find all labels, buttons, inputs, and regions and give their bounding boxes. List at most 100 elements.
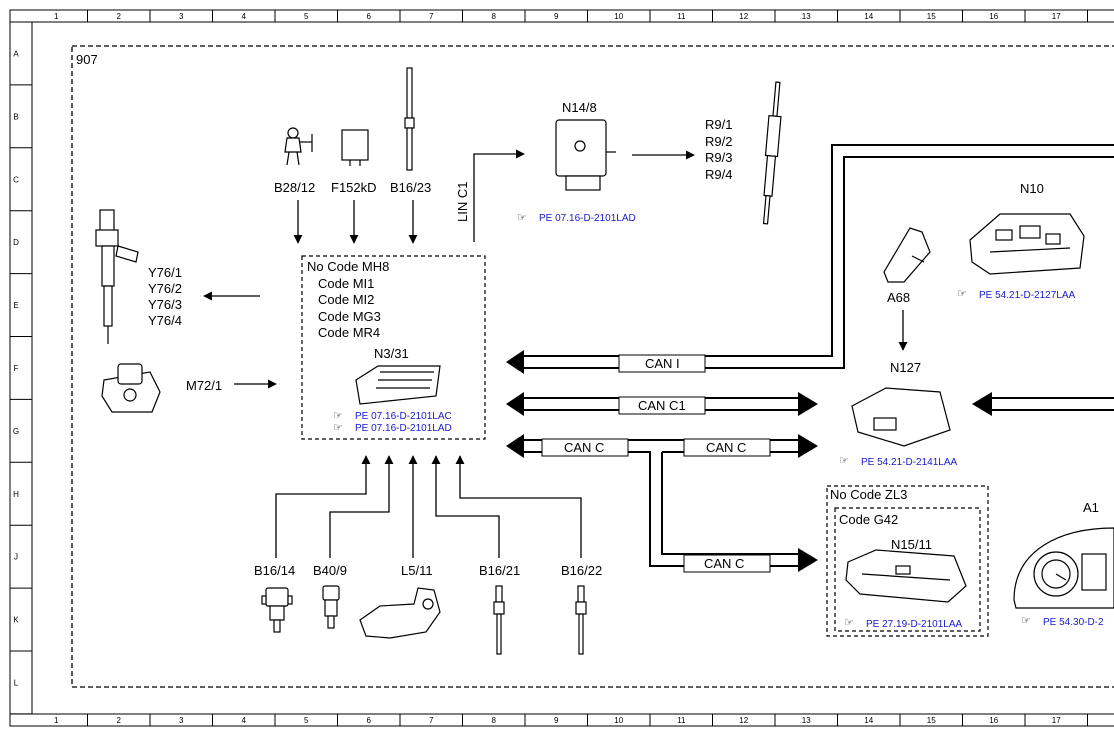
grid-column-label: 11 [677, 12, 686, 21]
grid-column-label: 12 [739, 716, 748, 725]
can-c-b-label-box [683, 438, 771, 457]
ecu-ref-2-text[interactable]: PE 07.16-D-2101LAD [355, 423, 452, 434]
grid-column-label: 1 [54, 716, 59, 725]
drawing-border [9, 9, 1114, 727]
grid-column-label: 10 [614, 716, 623, 725]
n127-ref-text[interactable]: PE 54.21-D-2141LAA [861, 457, 958, 468]
grid-column-label: 5 [304, 12, 309, 21]
book-icon: ☞ [333, 410, 343, 422]
r9-3-label: R9/3 [705, 150, 732, 165]
a1-ref[interactable]: ☞ PE 54.30-D-2 [1021, 615, 1104, 628]
grid-column-label: 9 [554, 716, 559, 725]
b40-9-sensor-icon [322, 585, 340, 629]
grid-row-label: G [13, 427, 19, 436]
l5-11-label: L5/11 [401, 563, 433, 578]
lin-c1-label: LIN C1 [455, 182, 470, 222]
grid-column-label: 16 [989, 12, 998, 21]
n10-ref-text[interactable]: PE 54.21-D-2127LAA [979, 290, 1076, 301]
a1-ref-text[interactable]: PE 54.30-D-2 [1043, 617, 1104, 628]
r9-1-label: R9/1 [705, 117, 732, 132]
ecu-line-1: No Code MH8 [307, 259, 389, 274]
lin-c1-line [473, 149, 525, 242]
grid-row-label: J [14, 553, 18, 562]
grid-column-label: 11 [677, 716, 686, 725]
grid-column-label: 4 [242, 12, 247, 21]
n14-8-label: N14/8 [562, 100, 597, 115]
zl3-box [826, 485, 989, 637]
a68-pedal-icon [883, 227, 931, 283]
a1-label: A1 [1083, 500, 1099, 515]
b16-21-sensor-icon [493, 585, 505, 655]
grid-column-label: 15 [927, 716, 936, 725]
grid-column-label: 2 [117, 12, 122, 21]
grid-column-label: 6 [367, 12, 372, 21]
n127-label: N127 [890, 360, 921, 375]
f152kd-relay-icon [341, 129, 369, 166]
ecu-box [301, 255, 486, 440]
book-icon: ☞ [839, 455, 849, 467]
b40-9-line [329, 455, 394, 558]
m72-1-label: M72/1 [186, 378, 222, 393]
can-c-b-label: CAN C [706, 440, 746, 455]
grid-row-label: L [14, 678, 19, 687]
b16-22-line [455, 455, 582, 558]
ecu-ref-1[interactable]: ☞ PE 07.16-D-2101LAC [333, 410, 452, 422]
n10-label: N10 [1020, 181, 1044, 196]
grid-column-label: 7 [429, 716, 434, 725]
grid-column-label: 8 [492, 716, 497, 725]
n10-module-icon [969, 213, 1085, 275]
b16-23-sensor-icon [404, 67, 415, 171]
grid-column-label: 5 [304, 716, 309, 725]
ecu-line-3: Code MI2 [318, 292, 374, 307]
n15-11-ref-text[interactable]: PE 27.19-D-2101LAA [866, 619, 963, 630]
grid-ticks [10, 10, 1088, 726]
grid-column-label: 2 [117, 716, 122, 725]
can-c-c-label-box [683, 554, 771, 573]
b16-21-line [431, 455, 500, 558]
b16-14-line [275, 455, 371, 558]
grid-row-label: K [13, 616, 19, 625]
n15-11-label: N15/11 [891, 537, 932, 552]
zl3-title: No Code ZL3 [830, 487, 907, 502]
grid-column-label: 4 [242, 716, 247, 725]
grid-column-label: 9 [554, 12, 559, 21]
grid-labels: 1122334455667788991010111112121313141415… [13, 12, 1061, 725]
n14-8-ref[interactable]: ☞ PE 07.16-D-2101LAD [517, 212, 636, 224]
g42-title: Code G42 [839, 512, 898, 527]
n127-ref[interactable]: ☞ PE 54.21-D-2141LAA [839, 455, 958, 468]
ecu-line-5: Code MR4 [318, 325, 380, 340]
grid-column-label: 15 [927, 12, 936, 21]
grid-column-label: 6 [367, 716, 372, 725]
ecu-line-2: Code MI1 [318, 276, 374, 291]
grid-column-label: 17 [1052, 12, 1061, 21]
grid-column-label: 17 [1052, 716, 1061, 725]
b16-22-sensor-icon [575, 585, 587, 655]
a1-instrument-cluster-icon [1013, 527, 1114, 609]
r9-2-label: R9/2 [705, 134, 732, 149]
ecu-name: N3/31 [374, 346, 409, 361]
grid-column-label: 3 [179, 716, 184, 725]
y76-2-label: Y76/2 [148, 281, 182, 296]
y76-injector-icon [95, 209, 139, 344]
f152kd-label: F152kD [331, 180, 377, 195]
n127-module-icon [851, 387, 951, 447]
ecu-ref-1-text[interactable]: PE 07.16-D-2101LAC [355, 411, 452, 422]
can-c-c-label: CAN C [704, 556, 744, 571]
b16-14-sensor-icon [261, 587, 293, 633]
grid-row-label: B [13, 112, 18, 121]
book-icon: ☞ [844, 617, 854, 629]
ecu-ref-2[interactable]: ☞ PE 07.16-D-2101LAD [333, 422, 452, 434]
r9-glow-plug-icon [762, 81, 782, 225]
grid-column-label: 13 [802, 716, 811, 725]
grid-row-label: H [13, 490, 19, 499]
n14-8-ref-text[interactable]: PE 07.16-D-2101LAD [539, 213, 636, 224]
can-i-label: CAN I [645, 356, 680, 371]
can-c-a-label-box [541, 438, 629, 457]
n15-11-ref[interactable]: ☞ PE 27.19-D-2101LAA [844, 617, 963, 630]
grid-column-label: 8 [492, 12, 497, 21]
grid-column-label: 14 [864, 716, 873, 725]
grid-column-label: 1 [54, 12, 59, 21]
grid-column-label: 16 [989, 716, 998, 725]
can-c-a-label: CAN C [564, 440, 604, 455]
n10-ref[interactable]: ☞ PE 54.21-D-2127LAA [957, 288, 1076, 301]
